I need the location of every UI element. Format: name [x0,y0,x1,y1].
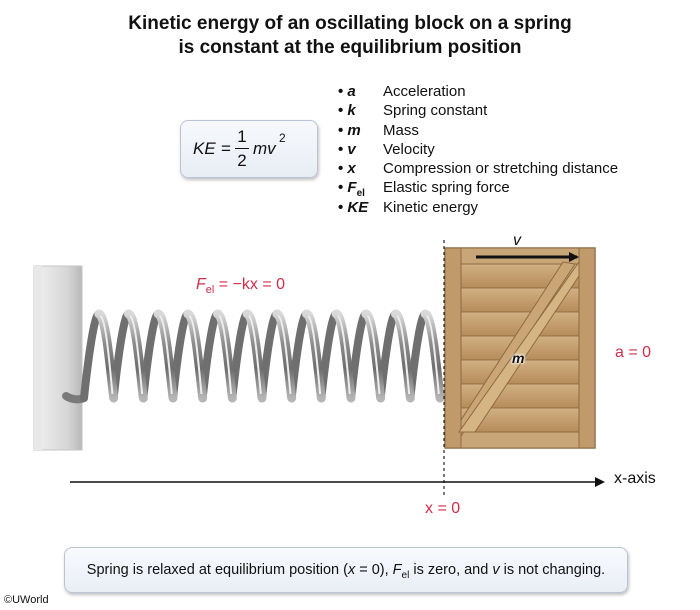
block-mass-label: m [512,350,525,366]
bullet-icon: • [338,140,348,158]
x-axis-label: x-axis [614,470,656,487]
copyright-notice: ©UWorld [4,594,49,606]
legend-item: • k Spring constant [338,101,618,120]
legend-symbol: • v [338,140,356,158]
wall [33,265,83,451]
formula-numerator: 1 [237,127,247,146]
legend-symbol: • x [338,160,356,178]
bullet-icon: • [338,83,348,100]
bullet-icon: • [338,102,348,120]
legend-symbol: • k [338,102,356,120]
legend-text: Compression or stretching distance [383,160,619,178]
velocity-label: v [513,232,521,249]
formula-exponent: 2 [279,131,286,145]
legend-text: Acceleration [383,83,466,100]
wooden-block [444,247,596,449]
legend-item: • x Compression or stretching distance [338,159,618,178]
legend-text: Kinetic energy [383,198,479,216]
title-line-1: Kinetic energy of an oscillating block o… [128,13,572,34]
formula-equals: = [221,139,231,158]
legend-symbol: • KE [338,198,369,216]
caption-box: Spring is relaxed at equilibrium positio… [64,547,628,593]
legend-item: • v Velocity [338,140,618,159]
bullet-icon: • [338,179,348,197]
acceleration-label: a = 0 [615,344,652,361]
legend-item: • m Mass [338,121,618,140]
legend-text: Elastic spring force [383,179,510,197]
bullet-icon: • [338,121,348,139]
legend-item: • KE Kinetic energy [338,198,618,217]
equilibrium-position-label: x = 0 [425,500,461,517]
spring [62,309,445,404]
legend-symbol: • m [338,121,361,139]
legend-text: Mass [383,121,419,139]
elastic-force-label: Fel = −kx = 0 [196,276,286,297]
legend-item: • Fel Elastic spring force [338,178,618,199]
bullet-icon: • [338,198,348,216]
title-line-2: is constant at the equilibrium position [178,37,522,58]
legend-symbol: • Fel [338,179,365,200]
diagram-title: Kinetic energy of an oscillating block o… [0,12,700,60]
formula-lhs: KE [193,139,216,158]
legend-item: • a Acceleration [338,82,618,101]
fraction-bar [235,148,249,149]
symbol-legend: • a Acceleration • k Spring constant • m Mass… [338,82,618,217]
formula-rhs: mv [253,139,276,158]
legend-text: Velocity [383,140,435,158]
formula-denominator: 2 [237,151,247,170]
legend-symbol: • a [338,83,356,100]
kinetic-energy-formula: KE = 1 2 mv 2 [180,120,318,178]
bullet-icon: • [338,160,348,178]
legend-text: Spring constant [383,102,488,120]
